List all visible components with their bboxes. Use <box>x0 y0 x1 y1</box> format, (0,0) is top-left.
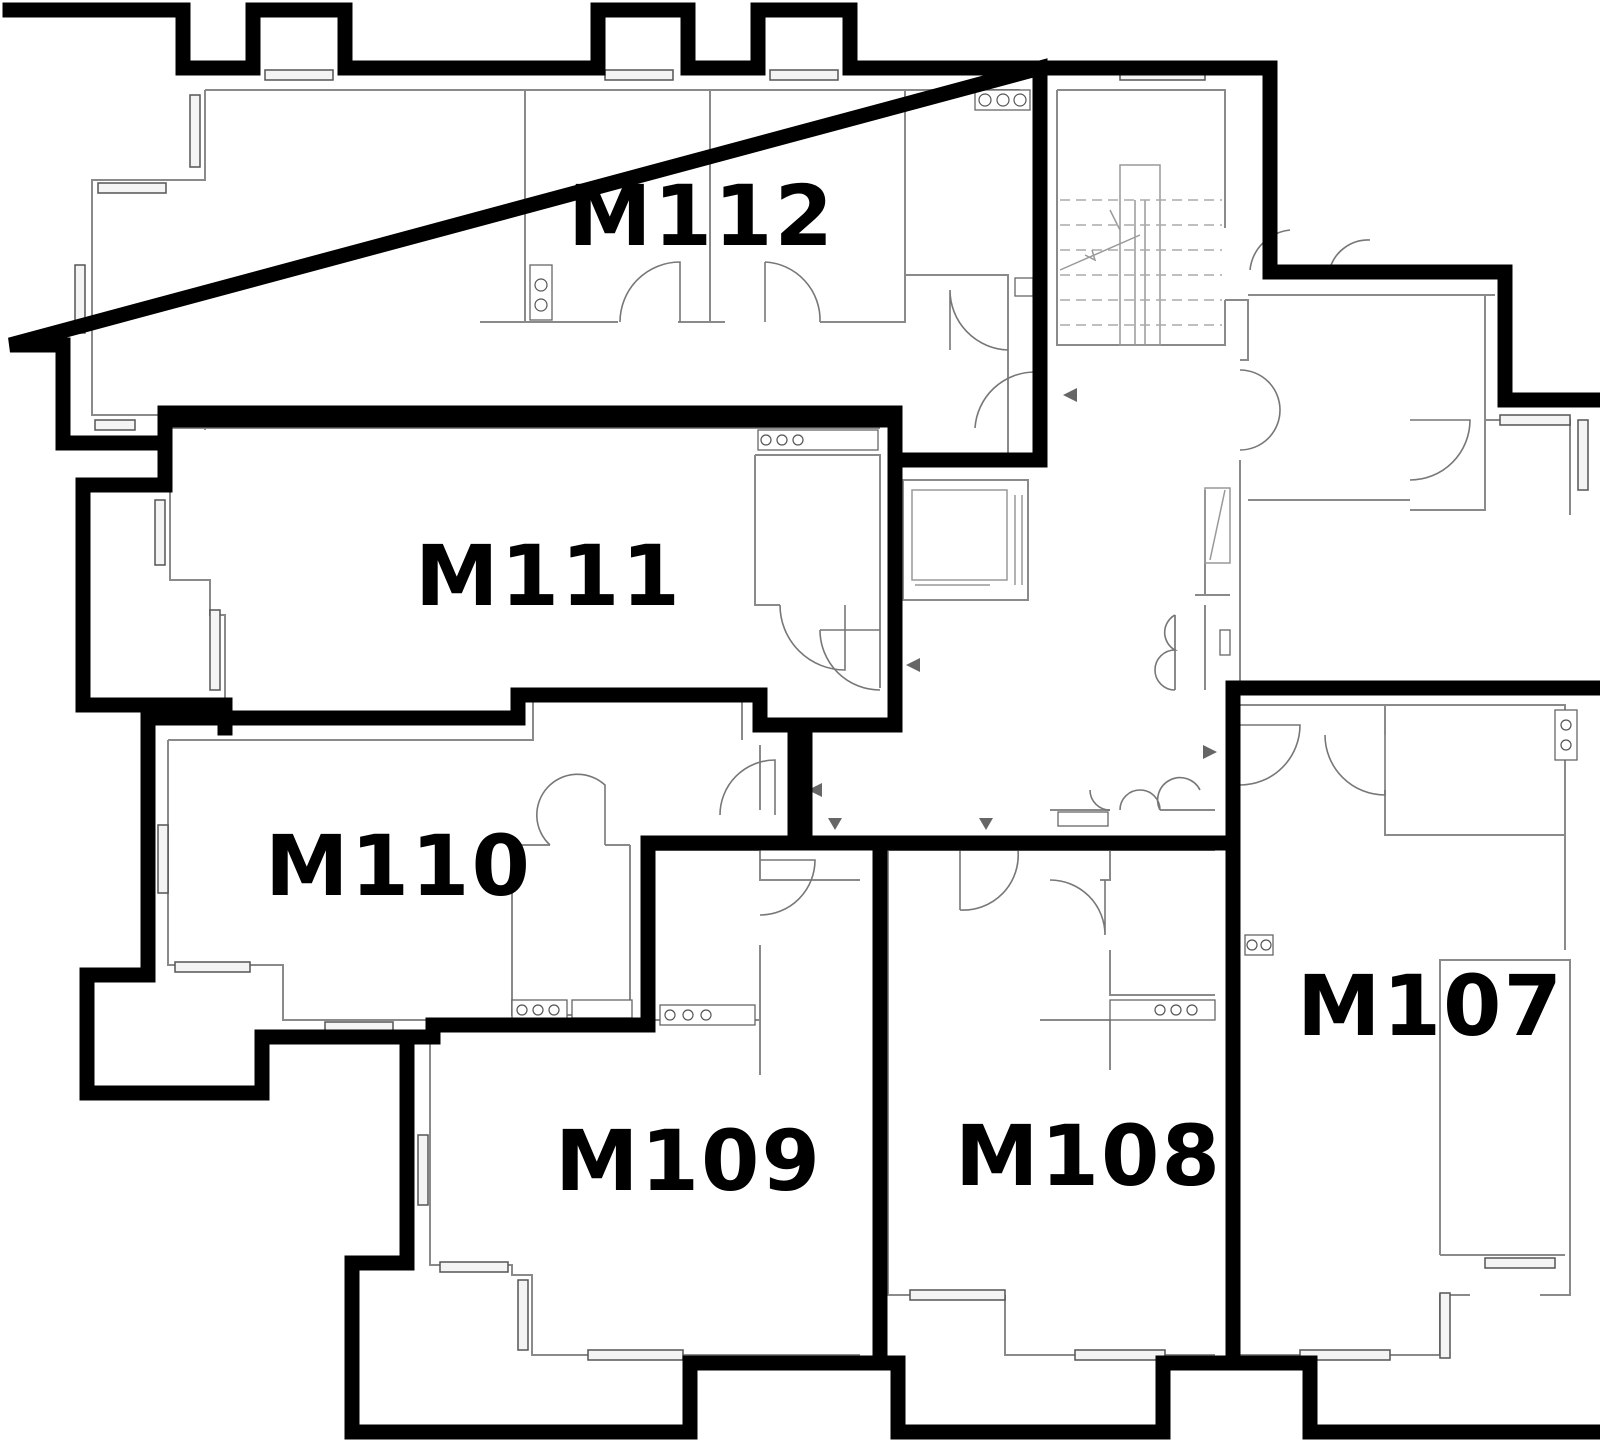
unit-label-m112: M112 <box>568 167 835 265</box>
unit-label-m109: M109 <box>555 1112 822 1210</box>
entry-arrow-m112 <box>1063 388 1077 402</box>
entry-arrows <box>808 388 1217 830</box>
unit-outline-m111 <box>75 405 903 733</box>
unit-outline-m109 <box>344 835 888 1440</box>
unit-outline-m110 <box>79 710 803 1101</box>
entry-arrow-m109 <box>828 818 842 830</box>
entry-arrow-m108 <box>979 818 993 830</box>
unit-labels: M112 M111 M110 M109 M108 M107 <box>265 167 1564 1210</box>
door-swings <box>536 229 1471 936</box>
stair <box>1059 164 1231 564</box>
unit-label-m107: M107 <box>1297 957 1564 1055</box>
unit-label-m110: M110 <box>265 817 532 915</box>
entry-arrow-m110 <box>808 783 822 797</box>
entry-arrow-m111 <box>906 658 920 672</box>
entry-arrow-m107 <box>1203 745 1217 759</box>
windows <box>74 69 1589 1361</box>
unit-label-m111: M111 <box>415 527 682 625</box>
unit-outline-m107 <box>1225 680 1600 1440</box>
unit-label-m108: M108 <box>955 1107 1222 1205</box>
